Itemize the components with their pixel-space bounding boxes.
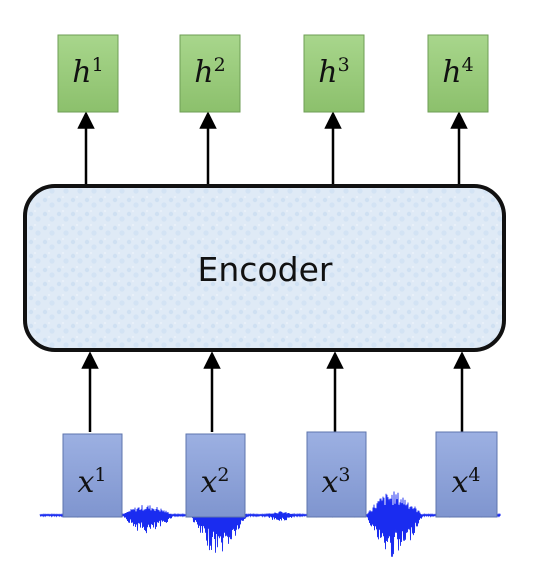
input-var: x — [200, 465, 217, 500]
svg-text:h3: h3 — [318, 54, 349, 90]
output-box-4: h4 — [427, 34, 489, 113]
input-arrows — [81, 351, 471, 432]
encoder-block: Encoder — [23, 184, 506, 352]
svg-text:h2: h2 — [194, 54, 225, 90]
output-var: h — [194, 55, 213, 90]
input-box-2: x2 — [185, 433, 246, 518]
output-superscript: 4 — [462, 54, 474, 76]
input-box-1: x1 — [62, 433, 123, 518]
encoder-box — [23, 184, 506, 352]
input-var: x — [77, 465, 94, 500]
input-box-3: x3 — [306, 431, 367, 518]
output-var: h — [72, 55, 91, 90]
svg-text:x3: x3 — [321, 464, 350, 500]
input-box-4: x4 — [435, 431, 498, 518]
output-boxes: h1 h2 h3 h4 — [57, 34, 489, 113]
output-superscript: 3 — [338, 54, 350, 76]
input-superscript: 1 — [94, 464, 106, 486]
input-boxes: x1 x2 x3 x4 — [62, 431, 498, 518]
svg-text:x1: x1 — [77, 464, 106, 500]
output-box-1: h1 — [57, 34, 119, 113]
input-superscript: 4 — [468, 464, 480, 486]
svg-text:h4: h4 — [442, 54, 473, 90]
input-superscript: 3 — [338, 464, 350, 486]
input-var: x — [451, 465, 468, 500]
svg-text:h1: h1 — [72, 54, 103, 90]
output-superscript: 2 — [214, 54, 226, 76]
output-var: h — [442, 55, 461, 90]
output-arrows — [77, 111, 468, 185]
output-var: h — [318, 55, 337, 90]
svg-text:x4: x4 — [451, 464, 480, 500]
output-superscript: 1 — [92, 54, 104, 76]
output-box-2: h2 — [179, 34, 241, 113]
input-var: x — [321, 465, 338, 500]
input-superscript: 2 — [217, 464, 229, 486]
svg-text:x2: x2 — [200, 464, 229, 500]
encoder-label: Encoder — [198, 250, 333, 289]
output-box-3: h3 — [303, 34, 365, 113]
